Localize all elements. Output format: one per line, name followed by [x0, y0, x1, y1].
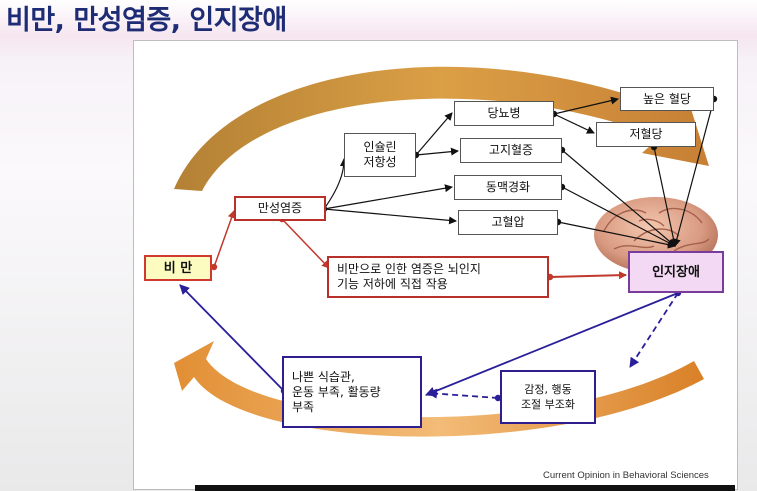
node-diabetes: 당뇨병: [454, 101, 554, 126]
node-hypoglycemia-label: 저혈당: [629, 127, 663, 141]
node-emotion-line2: 조절 부조화: [520, 398, 576, 411]
node-emotion-regulation: 감정, 행동 조절 부조화: [500, 370, 596, 424]
bottom-bar: [195, 485, 735, 491]
node-brain-inflammation-line2: 기능 저하에 직접 작용: [337, 277, 448, 291]
node-bad-habits-line3: 부족: [292, 399, 315, 414]
node-chronic-inflammation-label: 만성염증: [257, 201, 303, 215]
node-cognitive-impairment: 인지장애: [628, 251, 724, 293]
diagram-panel: 비 만 만성염증 인슐린 저항성 당뇨병 고지혈증 동맥경화 고혈압 높은 혈당…: [133, 40, 738, 490]
node-brain-inflammation: 비만으로 인한 염증은 뇌인지 기능 저하에 직접 작용: [327, 256, 549, 298]
node-bad-habits-line1: 나쁜 식습관,: [292, 369, 355, 384]
node-cognitive-impairment-label: 인지장애: [652, 264, 700, 280]
node-insulin-resistance-line1: 인슐린: [363, 140, 397, 154]
node-obesity-label: 비 만: [163, 260, 193, 276]
node-hyperlipidemia: 고지혈증: [460, 138, 562, 163]
source-credit: Current Opinion in Behavioral Sciences: [543, 470, 709, 481]
node-insulin-resistance-line2: 저항성: [363, 155, 397, 169]
node-emotion-line1: 감정, 행동: [524, 383, 572, 396]
node-insulin-resistance: 인슐린 저항성: [344, 133, 416, 177]
node-high-blood-sugar-label: 높은 혈당: [643, 91, 691, 106]
node-hypertension-label: 고혈압: [491, 215, 525, 229]
node-hypoglycemia: 저혈당: [596, 122, 696, 147]
node-high-blood-sugar: 높은 혈당: [620, 87, 714, 111]
node-obesity: 비 만: [144, 255, 212, 281]
node-bad-habits: 나쁜 식습관, 운동 부족, 활동량 부족: [282, 356, 422, 428]
node-chronic-inflammation: 만성염증: [234, 196, 326, 221]
node-hyperlipidemia-label: 고지혈증: [488, 143, 534, 157]
node-brain-inflammation-line1: 비만으로 인한 염증은 뇌인지: [337, 262, 481, 276]
node-arteriosclerosis-label: 동맥경화: [485, 180, 531, 194]
page-title: 비만, 만성염증, 인지장애: [6, 5, 287, 36]
node-bad-habits-line2: 운동 부족, 활동량: [292, 384, 381, 399]
node-arteriosclerosis: 동맥경화: [454, 175, 562, 200]
node-hypertension: 고혈압: [458, 210, 558, 235]
node-diabetes-label: 당뇨병: [487, 106, 521, 120]
